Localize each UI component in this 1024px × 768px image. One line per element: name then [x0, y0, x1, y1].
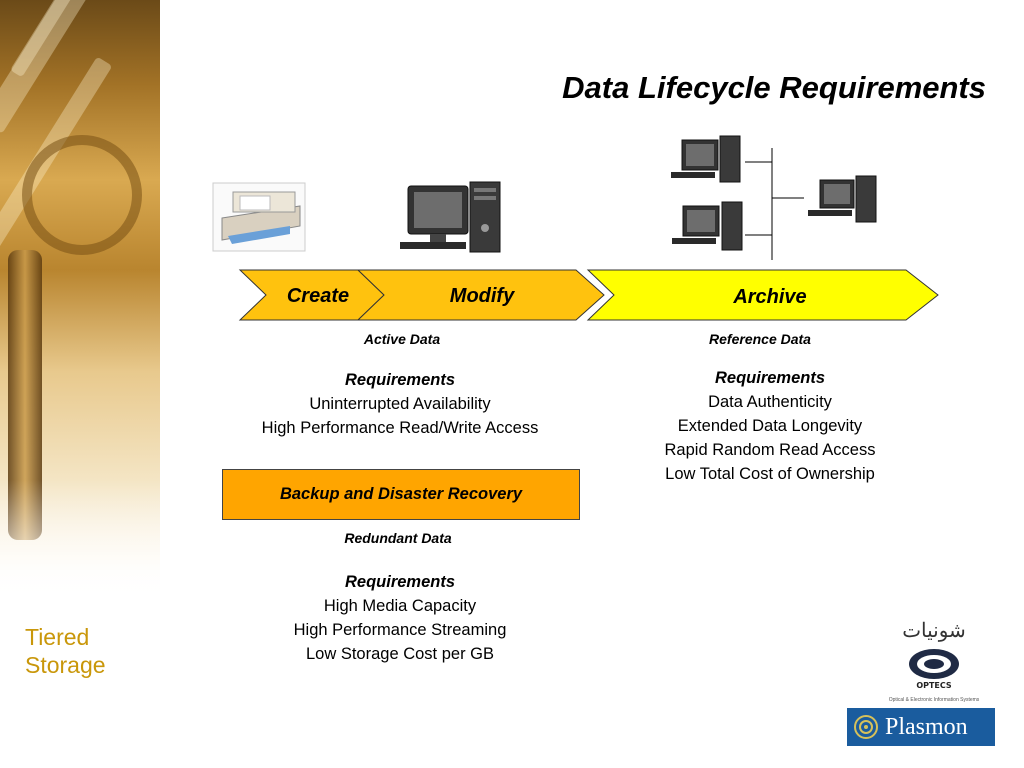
- network-server-icon: [671, 135, 877, 260]
- optecs-subtitle: Optical & Electronic Information Systems: [888, 697, 980, 703]
- archive-stage-label: Archive: [732, 286, 806, 308]
- reference-requirement-item: Data Authenticity: [708, 393, 832, 411]
- reference-requirement-item: Rapid Random Read Access: [664, 441, 876, 459]
- reference-requirements: Requirements Data Authenticity Extended …: [620, 366, 920, 486]
- page-title: Data Lifecycle Requirements: [562, 70, 986, 105]
- optecs-emblem: OPTECS: [909, 649, 959, 690]
- active-requirement-item: Uninterrupted Availability: [309, 395, 491, 413]
- reference-requirements-heading: Requirements: [714, 369, 826, 387]
- modify-stage-label: Modify: [450, 285, 515, 307]
- redundant-requirement-item: High Media Capacity: [323, 597, 477, 615]
- redundant-requirement-item: Low Storage Cost per GB: [305, 645, 494, 663]
- redundant-requirements: Requirements High Media Capacity High Pe…: [200, 570, 600, 666]
- active-requirements-heading: Requirements: [344, 371, 456, 389]
- archive-stage-arrow: [586, 269, 939, 321]
- plasmon-swirl-icon: [854, 715, 878, 739]
- backup-disaster-recovery-box: Backup and Disaster Recovery: [222, 469, 580, 520]
- section-label: Tiered Storage: [25, 623, 106, 679]
- redundant-data-label: Redundant Data: [344, 530, 452, 546]
- section-label-line1: Tiered: [25, 624, 90, 650]
- redundant-requirements-heading: Requirements: [344, 573, 456, 591]
- decorative-side-image: [0, 0, 160, 600]
- active-data-label: Active Data: [363, 331, 441, 347]
- active-requirement-item: High Performance Read/Write Access: [261, 419, 539, 437]
- desktop-computer-icon: [400, 181, 501, 253]
- create-stage-label: Create: [287, 285, 349, 307]
- scanner-icon: [212, 182, 306, 252]
- reference-requirement-item: Low Total Cost of Ownership: [665, 465, 875, 483]
- reference-data-label: Reference Data: [709, 331, 811, 347]
- optecs-logo: شونيات OPTECS Optical & Electronic Infor…: [888, 620, 980, 706]
- backup-disaster-recovery-label: Backup and Disaster Recovery: [279, 485, 523, 503]
- plasmon-wordmark: Plasmon: [885, 713, 968, 740]
- active-requirements: Requirements Uninterrupted Availability …: [200, 368, 600, 440]
- optecs-wordmark: OPTECS: [916, 681, 952, 690]
- reference-requirement-item: Extended Data Longevity: [677, 417, 863, 435]
- section-label-line2: Storage: [25, 652, 106, 678]
- redundant-requirement-item: High Performance Streaming: [293, 621, 507, 639]
- plasmon-logo: Plasmon: [847, 708, 995, 746]
- optecs-arabic-text: شونيات: [902, 620, 966, 642]
- modify-stage-arrow: [356, 269, 605, 321]
